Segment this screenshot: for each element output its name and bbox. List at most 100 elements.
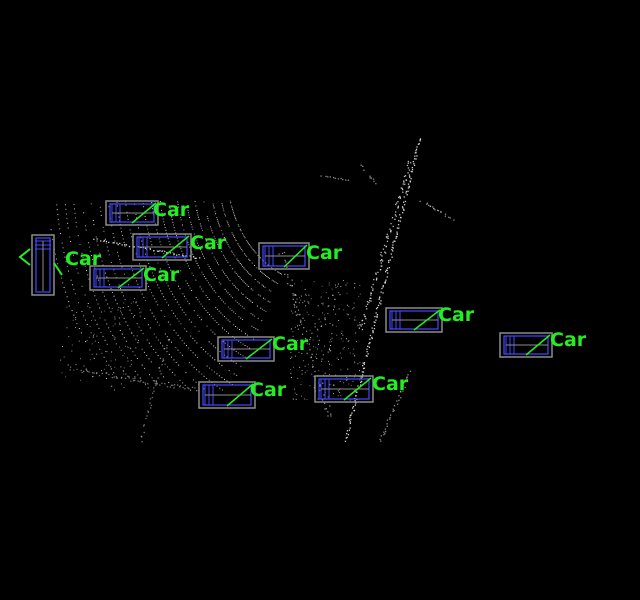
lidar-point bbox=[149, 289, 151, 291]
lidar-point bbox=[416, 155, 418, 157]
lidar-point bbox=[324, 402, 326, 404]
lidar-point bbox=[182, 224, 183, 226]
bbox-car-5 bbox=[258, 242, 310, 270]
lidar-point bbox=[393, 409, 395, 412]
lidar-point bbox=[257, 281, 259, 283]
lidar-point bbox=[214, 211, 216, 213]
lidar-point bbox=[221, 203, 223, 204]
lidar-point bbox=[240, 292, 242, 294]
lidar-point bbox=[242, 343, 244, 345]
lidar-point bbox=[368, 301, 370, 304]
lidar-point bbox=[318, 343, 319, 345]
lidar-point bbox=[369, 334, 372, 337]
lidar-point bbox=[400, 187, 402, 189]
lidar-point bbox=[214, 359, 216, 361]
lidar-point bbox=[394, 240, 396, 242]
lidar-point bbox=[220, 312, 222, 314]
lidar-point bbox=[273, 280, 275, 282]
lidar-point bbox=[312, 346, 314, 348]
lidar-point bbox=[86, 369, 88, 371]
lidar-point bbox=[112, 325, 114, 327]
lidar-point bbox=[164, 315, 166, 317]
lidar-point bbox=[237, 243, 239, 245]
lidar-point bbox=[89, 359, 91, 361]
lidar-point bbox=[342, 280, 344, 281]
lidar-point bbox=[213, 205, 215, 207]
lidar-point bbox=[190, 350, 192, 351]
lidar-point bbox=[203, 375, 205, 377]
lidar-point bbox=[404, 200, 407, 203]
lidar-point bbox=[106, 351, 108, 353]
lidar-point bbox=[101, 352, 103, 354]
lidar-point bbox=[76, 268, 78, 270]
lidar-point bbox=[329, 323, 331, 324]
lidar-point bbox=[346, 304, 348, 306]
lidar-point bbox=[292, 312, 294, 314]
lidar-point bbox=[359, 285, 361, 286]
lidar-point bbox=[75, 364, 77, 366]
lidar-point bbox=[170, 290, 172, 292]
lidar-point bbox=[78, 302, 79, 304]
lidar-point bbox=[337, 395, 339, 397]
lidar-point bbox=[153, 390, 155, 392]
lidar-point bbox=[119, 330, 121, 331]
lidar-point bbox=[159, 370, 161, 372]
lidar-point bbox=[207, 244, 209, 246]
lidar-point bbox=[290, 310, 292, 312]
lidar-point bbox=[138, 308, 140, 310]
lidar-point bbox=[164, 383, 166, 385]
lidar-point bbox=[160, 342, 161, 344]
lidar-point bbox=[230, 202, 232, 204]
lidar-point bbox=[216, 277, 218, 279]
lidar-point bbox=[278, 253, 280, 255]
lidar-point bbox=[362, 165, 364, 167]
lidar-point bbox=[231, 250, 233, 252]
lidar-point bbox=[381, 287, 383, 290]
lidar-point bbox=[109, 284, 111, 286]
lidar-point bbox=[292, 285, 293, 287]
lidar-point bbox=[128, 284, 129, 286]
lidar-point bbox=[193, 366, 195, 368]
lidar-point bbox=[245, 283, 247, 285]
lidar-point bbox=[259, 257, 261, 259]
lidar-point bbox=[147, 383, 149, 385]
lidar-point bbox=[150, 404, 153, 406]
lidar-point bbox=[166, 261, 168, 263]
lidar-point bbox=[163, 376, 165, 378]
lidar-point bbox=[316, 348, 318, 350]
lidar-point bbox=[207, 218, 209, 220]
lidar-point bbox=[149, 327, 151, 329]
lidar-point bbox=[131, 331, 133, 333]
lidar-point bbox=[168, 241, 170, 242]
lidar-point bbox=[382, 286, 384, 288]
lidar-point bbox=[355, 391, 357, 393]
detection-car-1: Car bbox=[105, 199, 190, 226]
lidar-point bbox=[312, 364, 313, 366]
lidar-point bbox=[372, 289, 374, 292]
lidar-point bbox=[399, 214, 401, 216]
lidar-point bbox=[110, 360, 112, 362]
lidar-point bbox=[155, 318, 157, 320]
lidar-point bbox=[322, 302, 324, 304]
lidar-point bbox=[83, 261, 85, 263]
lidar-point bbox=[120, 288, 121, 290]
lidar-point bbox=[224, 288, 226, 290]
lidar-point bbox=[307, 301, 309, 303]
lidar-point bbox=[440, 210, 442, 213]
lidar-point bbox=[124, 299, 126, 300]
detection-label: Car bbox=[65, 248, 102, 270]
bbox-car-4 bbox=[89, 265, 147, 291]
lidar-point bbox=[161, 293, 163, 295]
lidar-point bbox=[144, 215, 146, 217]
lidar-point bbox=[304, 337, 307, 340]
lidar-point bbox=[413, 163, 415, 165]
lidar-point bbox=[369, 299, 371, 302]
lidar-point bbox=[219, 363, 220, 365]
lidar-point bbox=[158, 238, 160, 240]
lidar-point bbox=[155, 281, 157, 283]
lidar-point bbox=[387, 272, 389, 274]
lidar-point bbox=[212, 318, 214, 320]
lidar-point bbox=[228, 225, 230, 227]
lidar-point bbox=[238, 303, 240, 305]
lidar-point bbox=[274, 269, 276, 271]
